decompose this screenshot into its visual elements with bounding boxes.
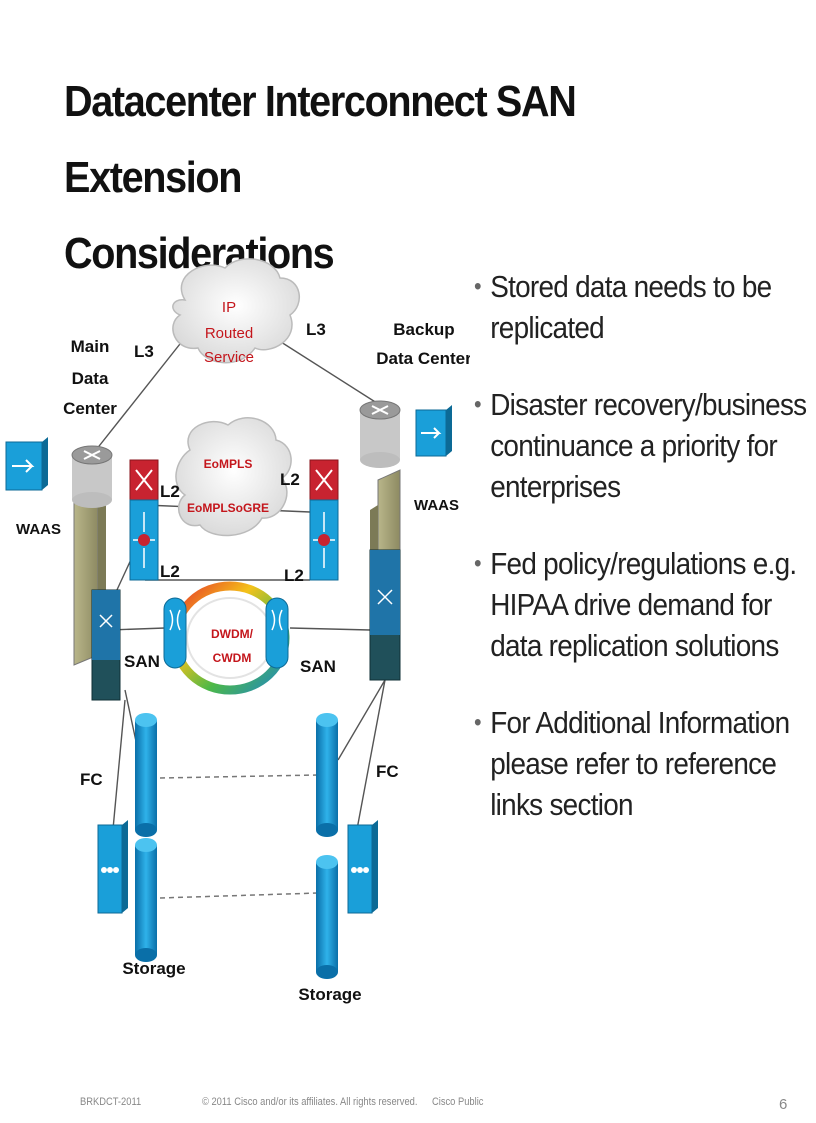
footer-code: BRKDCT-2011	[80, 1096, 142, 1108]
backup-dc-label-2: Data Center	[376, 349, 470, 368]
connection-lines	[91, 324, 386, 841]
main-san-switch-icon	[91, 589, 121, 701]
waas-label-backup: WAAS	[414, 497, 459, 514]
network-diagram: IP Routed Service EoMPLS EoMPLSoGRE DWDM…	[5, 258, 470, 1004]
fc-label-main: FC	[80, 770, 103, 789]
eompls-label-2: EoMPLSoGRE	[187, 501, 269, 515]
backup-san-switch-icon	[369, 549, 401, 681]
fc-label-backup: FC	[376, 762, 399, 781]
backup-dc-label-1: Backup	[393, 320, 454, 339]
l3-label-main: L3	[134, 342, 154, 361]
footer-copyright: © 2011 Cisco and/or its affiliates. All …	[202, 1096, 418, 1108]
storage-label-backup: Storage	[298, 985, 361, 1004]
main-storage-cylinders	[135, 713, 157, 962]
main-dc-label-2: Data	[72, 369, 109, 388]
storage-label-main: Storage	[122, 959, 185, 978]
l3-label-backup: L3	[306, 320, 326, 339]
ip-routed-cloud: IP Routed Service	[172, 258, 300, 366]
backup-router-icon	[359, 400, 401, 468]
backup-dwdm-mux-icon	[265, 597, 289, 669]
main-waas-icon	[5, 437, 48, 491]
ip-cloud-line-3: Service	[204, 349, 254, 366]
eompls-cloud: EoMPLS EoMPLSoGRE	[175, 417, 292, 537]
main-dc-label-1: Main	[71, 337, 110, 356]
bullet-item: Stored data needs to be replicated	[474, 266, 816, 348]
backup-l2-switch-icon	[309, 459, 339, 581]
bullet-list: Stored data needs to be replicated Disas…	[474, 266, 814, 861]
ip-cloud-line-2: Routed	[205, 325, 253, 342]
slide-title: Datacenter Interconnect SAN Extension Co…	[64, 64, 712, 292]
bullet-item: Fed policy/regulations e.g. HIPAA drive …	[474, 543, 816, 666]
l2-label-backup-bottom: L2	[284, 566, 304, 585]
eompls-label-1: EoMPLS	[204, 457, 253, 471]
page-number: 6	[779, 1096, 788, 1113]
ring-label-2: CWDM	[213, 651, 252, 665]
main-storage-array-icon	[97, 820, 128, 914]
main-router-icon	[71, 445, 113, 508]
waas-label-main: WAAS	[16, 521, 61, 538]
main-dc-label-3: Center	[63, 399, 117, 418]
backup-storage-array-icon	[347, 820, 378, 914]
title-line-1: Datacenter Interconnect SAN Extension	[64, 77, 577, 202]
footer-classification: Cisco Public	[432, 1096, 484, 1108]
bullet-item: For Additional Information please refer …	[474, 702, 816, 825]
main-l2-switch-icon	[129, 459, 159, 581]
l2-label-main-bottom: L2	[160, 562, 180, 581]
bullet-item: Disaster recovery/business continuance a…	[474, 384, 816, 507]
l2-label-backup-top: L2	[280, 470, 300, 489]
ip-cloud-line-1: IP	[222, 299, 236, 316]
backup-waas-icon	[415, 405, 452, 457]
ring-label-1: DWDM/	[211, 627, 254, 641]
san-label-backup: SAN	[300, 657, 336, 676]
l2-label-main-top: L2	[160, 482, 180, 501]
replication-dashes	[159, 774, 319, 899]
main-dwdm-mux-icon	[163, 597, 187, 669]
backup-storage-cylinders	[316, 713, 338, 979]
san-label-main: SAN	[124, 652, 160, 671]
